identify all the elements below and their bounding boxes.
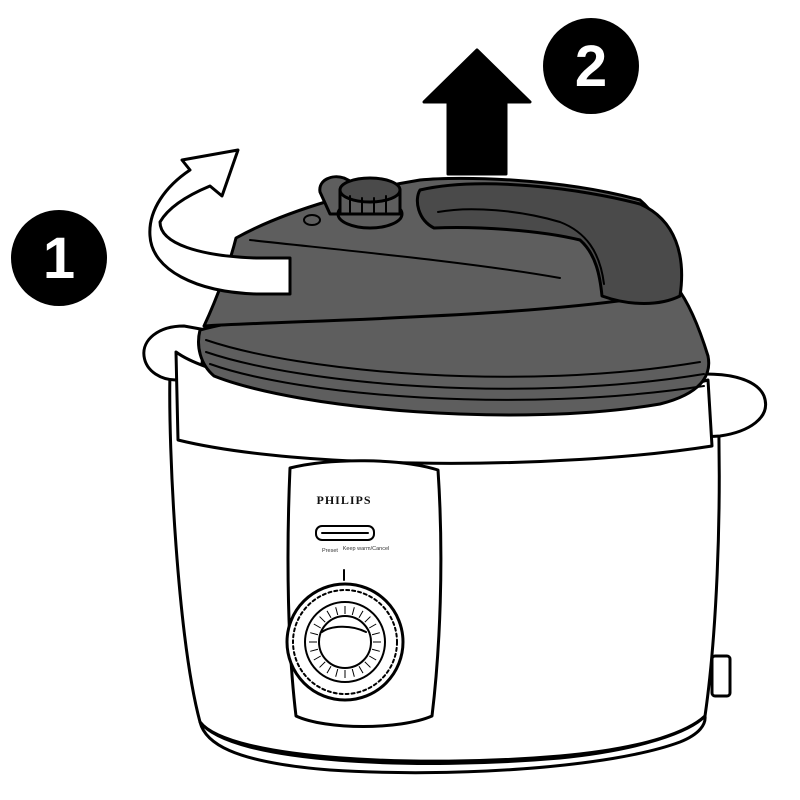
dial-tick	[364, 616, 371, 623]
dial-tick	[351, 668, 355, 677]
pressure-valve	[318, 175, 404, 230]
dial-tick	[371, 648, 380, 652]
lid-groove-2	[205, 351, 705, 390]
panel-right-label: Keep warm/Cancel	[343, 546, 389, 552]
lid	[197, 175, 711, 417]
up-arrow-icon	[422, 48, 532, 176]
lid-groove-1	[205, 339, 701, 378]
dial-tick	[368, 623, 377, 629]
dial-outer	[285, 582, 405, 702]
dial-tick	[313, 655, 322, 661]
dial-tick	[351, 607, 355, 616]
timer-dial	[285, 582, 405, 702]
lid-handle	[415, 182, 684, 305]
step-1-number: 1	[43, 226, 75, 291]
brand-logo: PHILIPS	[316, 493, 371, 507]
dial-tick	[326, 610, 332, 619]
dial-tick	[326, 665, 332, 674]
base-rim	[198, 714, 707, 775]
dial-tick	[368, 655, 377, 661]
dial-tick	[371, 632, 380, 636]
dial-face	[318, 615, 372, 669]
dial-tick	[310, 648, 319, 652]
step-2-badge: 2	[543, 18, 639, 114]
control-panel: PHILIPS Preset Keep warm/Cancel	[285, 459, 443, 728]
indicator-window	[315, 525, 375, 541]
dial-tick	[335, 607, 339, 616]
dial-inner	[304, 601, 386, 683]
dial-knurl	[292, 589, 398, 695]
dial-tick	[358, 610, 364, 619]
dial-tick	[358, 665, 364, 674]
lid-groove-3	[209, 363, 705, 401]
dial-tick	[364, 661, 371, 668]
panel-left-label: Preset	[322, 548, 338, 554]
dial-tick	[310, 632, 319, 636]
step-2-number: 2	[575, 34, 607, 99]
dial-tick	[335, 668, 339, 677]
lid-handle-groove	[437, 208, 605, 285]
dial-tick	[313, 623, 322, 629]
dial-tick	[319, 661, 326, 668]
side-latch	[710, 654, 732, 698]
float-indicator	[303, 214, 321, 226]
dial-pointer	[321, 625, 367, 633]
dial-ticks	[309, 606, 381, 678]
rotate-arrow-icon	[148, 148, 292, 296]
lid-ridge	[249, 239, 561, 279]
step-1-badge: 1	[11, 210, 107, 306]
step-2-circle	[543, 18, 639, 114]
dial-tick	[319, 616, 326, 623]
step-1-circle	[11, 210, 107, 306]
